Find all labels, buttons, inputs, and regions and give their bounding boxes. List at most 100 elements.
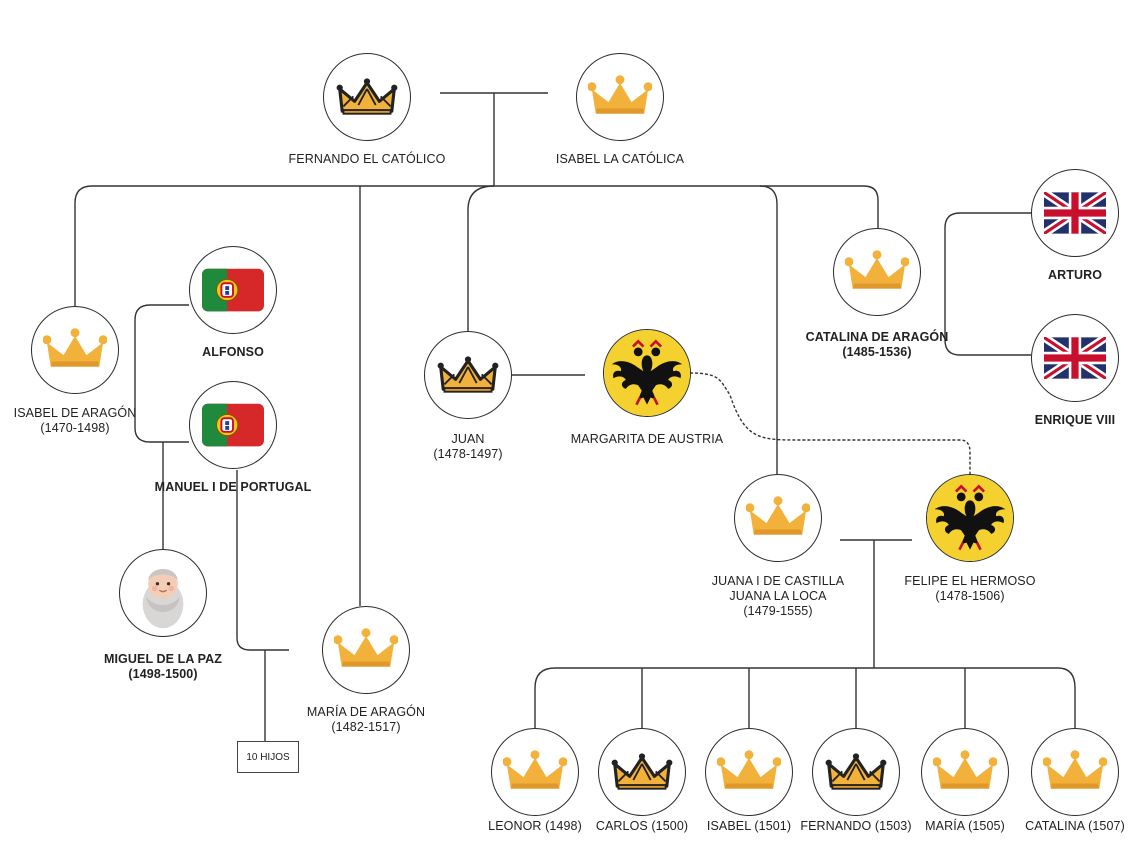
person-node-fernando-1503 (812, 728, 900, 816)
children-bar-catholic-monarchs (92, 185, 879, 228)
eagle-icon (604, 330, 690, 416)
person-label-arturo: ARTURO (1048, 268, 1102, 283)
branch-juana (759, 185, 778, 474)
person-label-margarita: MARGARITA DE AUSTRIA (571, 432, 724, 447)
person-label-line: FELIPE EL HERMOSO (904, 574, 1036, 588)
person-label-line: ISABEL (1501) (706, 819, 792, 833)
person-node-manuel (189, 381, 277, 469)
baby-icon (126, 556, 200, 630)
children-bar-juana-felipe (555, 667, 1076, 728)
person-label-catalina-aragon: CATALINA DE ARAGÓN(1485-1536) (806, 330, 949, 360)
person-label-leonor: LEONOR (1498) (488, 819, 582, 834)
marriage-line-manuel-maria (236, 470, 289, 651)
branch-isabel-aragon (74, 185, 93, 306)
person-label-line: JUANA LA LOCA (729, 589, 827, 603)
person-label-maria-1505: MARÍA (1505) (925, 819, 1005, 834)
portugal-flag-icon (202, 403, 264, 447)
person-label-isabel-catolica: ISABEL LA CATÓLICA (556, 152, 684, 167)
person-node-fernando (323, 53, 411, 141)
crown-outline-icon (825, 750, 887, 794)
person-node-leonor (491, 728, 579, 816)
second-marriage-margarita-felipe (689, 372, 971, 474)
crown-icon (746, 495, 810, 541)
person-label-line: (1498-1500) (128, 667, 198, 681)
person-node-maria-1505 (921, 728, 1009, 816)
person-label-fernando: FERNANDO EL CATÓLICO (289, 152, 446, 167)
crown-outline-icon (336, 75, 398, 119)
person-label-line: (1478-1497) (433, 447, 503, 461)
person-label-line: ISABEL LA CATÓLICA (555, 152, 685, 166)
person-label-isabel-1501: ISABEL (1501) (707, 819, 791, 834)
person-label-fernando-1503: FERNANDO (1503) (800, 819, 911, 834)
person-label-catalina-1507: CATALINA (1507) (1025, 819, 1125, 834)
person-label-line: MANUEL I DE PORTUGAL (154, 480, 312, 494)
person-node-carlos (598, 728, 686, 816)
branch-juan (467, 185, 495, 331)
person-label-line: ENRIQUE VIII (1034, 413, 1116, 427)
person-label-line: CATALINA DE ARAGÓN (805, 330, 949, 344)
person-label-carlos: CARLOS (1500) (596, 819, 688, 834)
person-node-miguel (119, 549, 207, 637)
person-node-juana (734, 474, 822, 562)
person-label-line: MIGUEL DE LA PAZ (103, 652, 223, 666)
children-count-box: 10 HIJOS (237, 741, 299, 773)
person-label-line: (1485-1536) (842, 345, 912, 359)
children-count-label: 10 HIJOS (246, 751, 290, 763)
crown-icon (588, 74, 652, 120)
crown-icon (845, 249, 909, 295)
person-label-line: LEONOR (1498) (488, 819, 582, 833)
person-label-line: (1479-1555) (743, 604, 813, 618)
crown-icon (933, 749, 997, 795)
uk-flag-icon (1044, 192, 1106, 234)
person-label-line: ISABEL DE ARAGÓN (13, 406, 137, 420)
eagle-icon (927, 475, 1013, 561)
marriage-bracket-catalina (944, 212, 1031, 356)
person-node-enrique (1031, 314, 1119, 402)
person-label-line: MARÍA (1505) (925, 819, 1005, 833)
person-node-maria-aragon (322, 606, 410, 694)
crown-outline-icon (611, 750, 673, 794)
person-node-felipe (926, 474, 1014, 562)
person-label-line: JUAN (451, 432, 485, 446)
person-label-line: FERNANDO EL CATÓLICO (288, 152, 446, 166)
branch-leonor (534, 667, 556, 728)
crown-icon (503, 749, 567, 795)
person-node-catalina-1507 (1031, 728, 1119, 816)
person-node-margarita (603, 329, 691, 417)
person-label-line: ARTURO (1047, 268, 1103, 282)
person-node-isabel-aragon (31, 306, 119, 394)
crown-icon (334, 627, 398, 673)
person-label-line: MARÍA DE ARAGÓN (306, 705, 426, 719)
person-node-catalina-aragon (833, 228, 921, 316)
person-label-line: CATALINA (1507) (1025, 819, 1125, 833)
person-node-arturo (1031, 169, 1119, 257)
crown-outline-icon (437, 353, 499, 397)
person-label-line: CARLOS (1500) (595, 819, 689, 833)
person-label-line: ALFONSO (202, 345, 264, 359)
person-label-line: (1478-1506) (935, 589, 1005, 603)
person-label-isabel-aragon: ISABEL DE ARAGÓN(1470-1498) (14, 406, 137, 436)
person-label-line: MARGARITA DE AUSTRIA (570, 432, 724, 446)
crown-icon (1043, 749, 1107, 795)
person-label-line: (1470-1498) (40, 421, 110, 435)
person-node-isabel-1501 (705, 728, 793, 816)
crown-icon (717, 749, 781, 795)
person-label-line: (1482-1517) (331, 720, 401, 734)
marriage-bracket-isabel-aragon (134, 304, 189, 443)
person-label-miguel: MIGUEL DE LA PAZ(1498-1500) (104, 652, 222, 682)
person-label-alfonso: ALFONSO (202, 345, 264, 360)
person-label-enrique: ENRIQUE VIII (1035, 413, 1115, 428)
person-label-maria-aragon: MARÍA DE ARAGÓN(1482-1517) (307, 705, 425, 735)
uk-flag-icon (1044, 337, 1106, 379)
person-label-line: FERNANDO (1503) (800, 819, 912, 833)
person-node-juan (424, 331, 512, 419)
person-node-isabel-catolica (576, 53, 664, 141)
person-label-felipe: FELIPE EL HERMOSO(1478-1506) (904, 574, 1035, 604)
portugal-flag-icon (202, 268, 264, 312)
crown-icon (43, 327, 107, 373)
person-label-line: JUANA I DE CASTILLA (711, 574, 845, 588)
person-label-juan: JUAN(1478-1497) (433, 432, 502, 462)
